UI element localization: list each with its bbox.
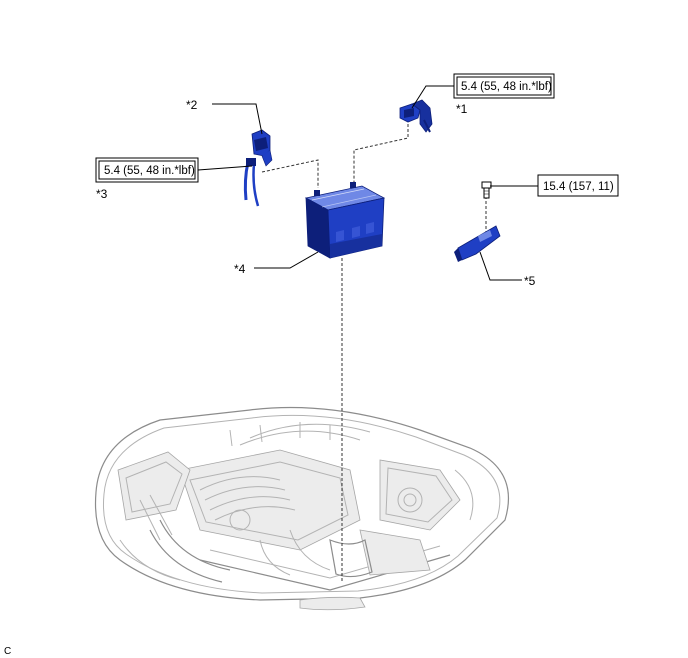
- callout-4: *4: [234, 262, 246, 276]
- torque-value-5: 15.4 (157, 11): [543, 181, 614, 193]
- callout-1: *1: [456, 102, 468, 116]
- torque-value-1: 5.4 (55, 48 in.*lbf): [461, 81, 552, 93]
- torque-box-3: 5.4 (55, 48 in.*lbf): [95, 157, 199, 183]
- torque-value-3: 5.4 (55, 48 in.*lbf): [104, 165, 195, 177]
- torque-box-5: 15.4 (157, 11): [537, 174, 619, 197]
- cable-3-to-battery-line: [261, 159, 319, 188]
- illustration-code: C: [4, 646, 11, 657]
- battery-part: [304, 182, 386, 259]
- callout-3: *3: [96, 187, 108, 201]
- callout-5: *5: [524, 274, 536, 288]
- callout-2: *2: [186, 98, 198, 112]
- torque-box-1: 5.4 (55, 48 in.*lbf): [453, 73, 555, 99]
- positive-cable-part: [399, 99, 433, 133]
- negative-cable-part: [243, 129, 273, 207]
- clamp-bolt-part: [481, 181, 492, 199]
- battery-clamp-part: [454, 225, 501, 262]
- cable-1-to-battery-line: [353, 124, 409, 186]
- engine-compartment-illustration: [94, 406, 509, 611]
- leader-lines: [197, 85, 538, 281]
- assembly-guide-lines: [261, 124, 487, 582]
